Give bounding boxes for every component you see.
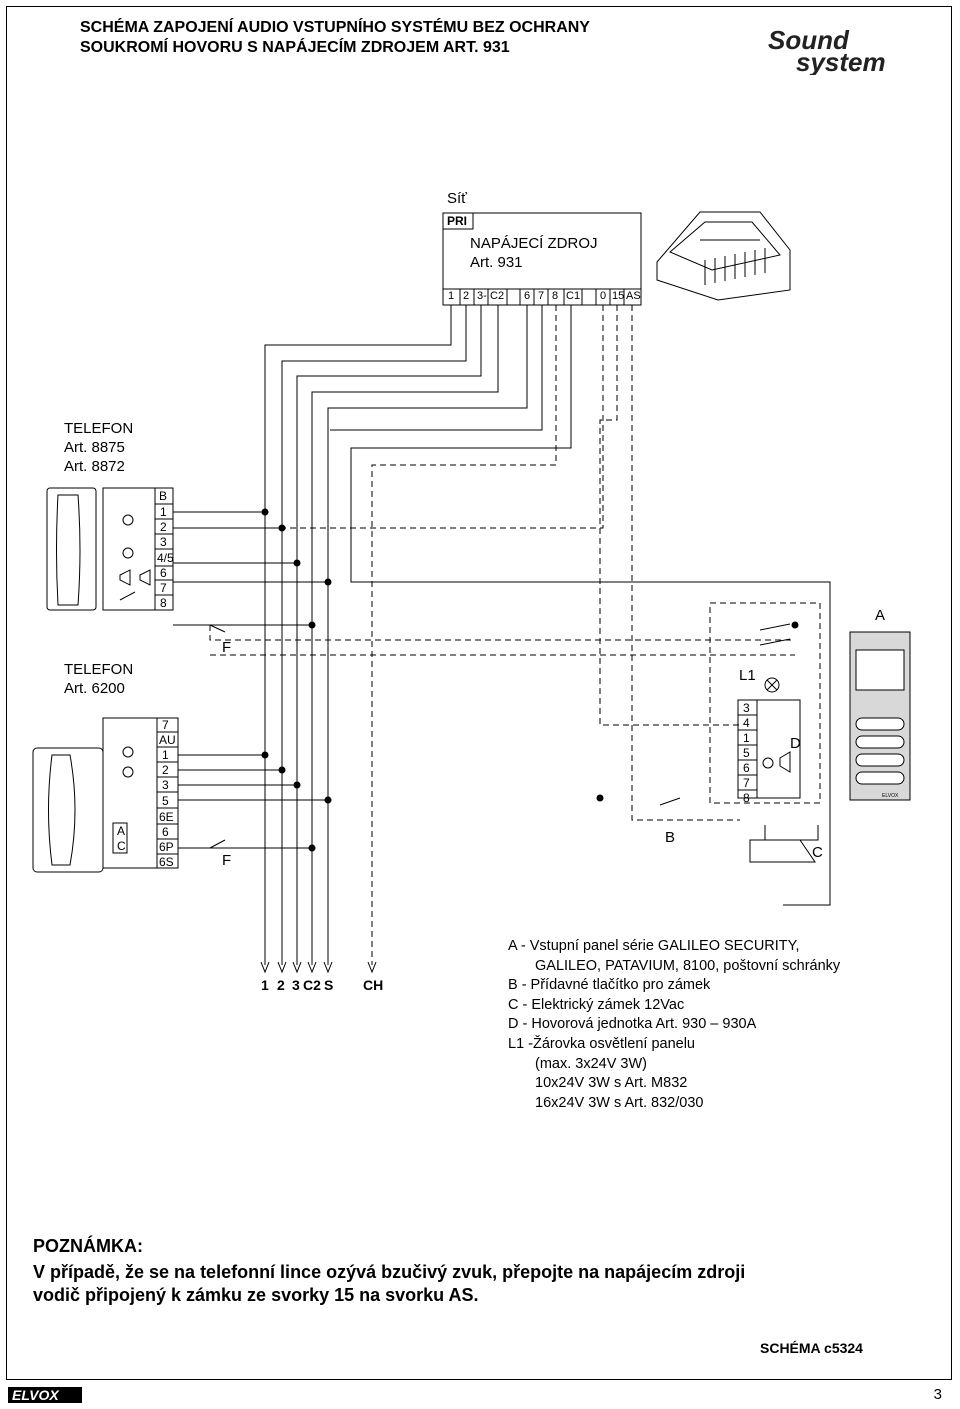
svg-text:7: 7 <box>162 718 169 732</box>
sound-system-logo: Sound system <box>768 27 886 75</box>
svg-text:CH: CH <box>363 977 383 993</box>
svg-text:5: 5 <box>162 794 169 808</box>
svg-text:2: 2 <box>162 763 169 777</box>
svg-text:B: B <box>159 489 167 503</box>
svg-text:ELVOX: ELVOX <box>12 1387 60 1403</box>
svg-text:F: F <box>222 852 231 869</box>
svg-text:system: system <box>796 47 886 75</box>
svg-text:8: 8 <box>743 791 750 805</box>
svg-text:6: 6 <box>743 761 750 775</box>
svg-text:2: 2 <box>277 977 285 993</box>
svg-text:3: 3 <box>743 701 750 715</box>
svg-text:B: B <box>665 829 675 846</box>
svg-text:1: 1 <box>160 505 167 519</box>
svg-text:2: 2 <box>160 520 167 534</box>
svg-text:6P: 6P <box>159 840 174 854</box>
svg-text:6: 6 <box>160 566 167 580</box>
svg-text:C: C <box>117 839 126 853</box>
mains-label: Síť <box>447 190 467 207</box>
power-supply-name: NAPÁJECÍ ZDROJ <box>470 235 598 252</box>
telefon-1-drawing <box>46 487 174 611</box>
power-supply-terminals: 1 2 3- C2 6 7 8 C1 0 15 AS <box>448 290 641 302</box>
svg-text:C2: C2 <box>303 977 321 993</box>
scheme-id: SCHÉMA c5324 <box>760 1340 863 1356</box>
svg-text:AU: AU <box>159 733 176 747</box>
svg-text:3: 3 <box>162 778 169 792</box>
telefon-2-drawing <box>32 717 179 873</box>
svg-text:1: 1 <box>162 748 169 762</box>
power-supply-device-drawing <box>656 211 791 301</box>
svg-text:C: C <box>812 844 823 861</box>
elvox-logo: ELVOX <box>8 1387 82 1403</box>
svg-text:4/5: 4/5 <box>157 551 174 565</box>
power-supply-art: Art. 931 <box>470 254 523 271</box>
page-number: 3 <box>933 1386 942 1403</box>
page-frame <box>6 6 952 1380</box>
telefon-1-label: TELEFON Art. 8875 Art. 8872 <box>64 420 134 475</box>
note-title: POZNÁMKA: <box>33 1236 143 1256</box>
svg-text:6: 6 <box>162 825 169 839</box>
door-unit-box <box>709 602 821 804</box>
svg-text:D: D <box>790 735 801 752</box>
pri-label: PRI <box>447 214 468 228</box>
svg-text:ELVOX: ELVOX <box>882 793 899 799</box>
svg-text:F: F <box>222 639 231 656</box>
svg-text:3: 3 <box>292 977 300 993</box>
page-title: SCHÉMA ZAPOJENÍ AUDIO VSTUPNÍHO SYSTÉMU … <box>80 19 590 56</box>
entrance-panel-drawing <box>849 631 911 801</box>
svg-text:6S: 6S <box>159 855 174 869</box>
svg-text:A: A <box>117 824 125 838</box>
legend: A - Vstupní panel série GALILEO SECURITY… <box>508 938 841 1111</box>
svg-text:S: S <box>324 977 333 993</box>
svg-text:1: 1 <box>743 731 750 745</box>
svg-text:L1: L1 <box>739 667 756 684</box>
svg-text:Sound: Sound <box>768 27 850 55</box>
svg-text:5: 5 <box>743 746 750 760</box>
svg-text:6E: 6E <box>159 810 174 824</box>
note-text: V případě, že se na telefonní lince ozýv… <box>33 1262 746 1305</box>
svg-text:8: 8 <box>160 596 167 610</box>
svg-text:4: 4 <box>743 716 750 730</box>
svg-text:7: 7 <box>743 776 750 790</box>
svg-text:1: 1 <box>261 977 269 993</box>
svg-text:3: 3 <box>160 535 167 549</box>
telefon-2-label: TELEFON Art. 6200 <box>64 661 134 697</box>
svg-text:7: 7 <box>160 581 167 595</box>
svg-text:A: A <box>875 607 885 624</box>
